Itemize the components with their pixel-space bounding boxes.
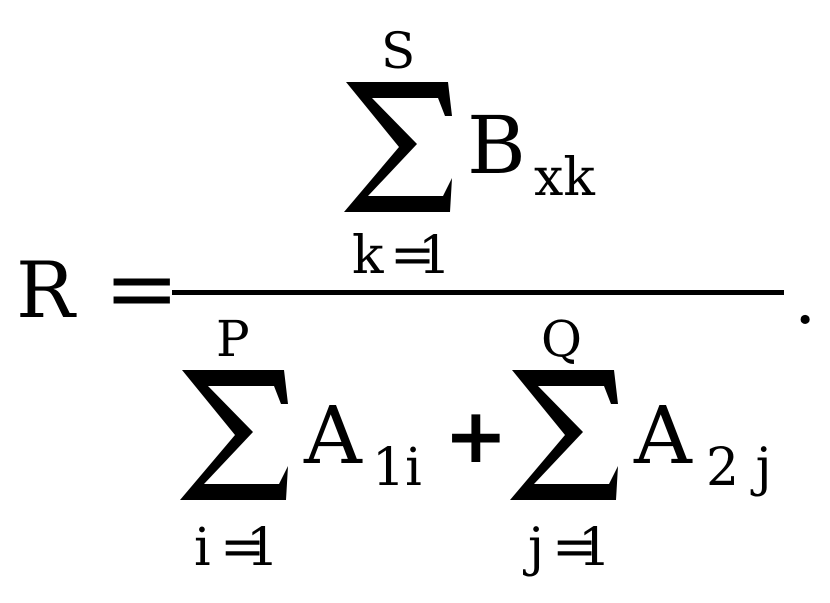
lhs-variable: R [16, 246, 75, 336]
plus-sign: + [444, 391, 508, 480]
sum2-term-subscript: 2 j [706, 438, 772, 498]
numerator-term: B [467, 99, 526, 192]
sum1-lower-index: i [194, 518, 211, 578]
sum1-lower-equals: = [220, 515, 266, 578]
sum2-term: A [634, 389, 692, 482]
sum1-sigma-icon [180, 370, 288, 500]
sum2-lower-equals: = [552, 515, 598, 578]
sum1-term-subscript: 1i [372, 438, 422, 498]
sum1-upper-limit: P [216, 310, 250, 368]
sum1-lower-value: 1 [246, 518, 280, 578]
numerator-term-subscript: xk [534, 148, 595, 208]
sum2-upper-limit: Q [541, 310, 582, 368]
sum2-sigma-icon [510, 370, 618, 500]
numerator-lower-index: k [352, 226, 384, 286]
sum2-lower-index: j [528, 518, 545, 578]
trailing-period: . [794, 258, 817, 340]
equals-sign: = [104, 236, 180, 341]
numerator-lower-value: 1 [418, 226, 452, 286]
numerator-sigma-icon [344, 82, 452, 212]
numerator-lower-equals: = [390, 223, 436, 286]
sum1-term: A [304, 389, 362, 482]
sum2-lower-value: 1 [578, 518, 612, 578]
fraction-bar [172, 290, 784, 295]
numerator-upper-limit: S [381, 22, 416, 80]
